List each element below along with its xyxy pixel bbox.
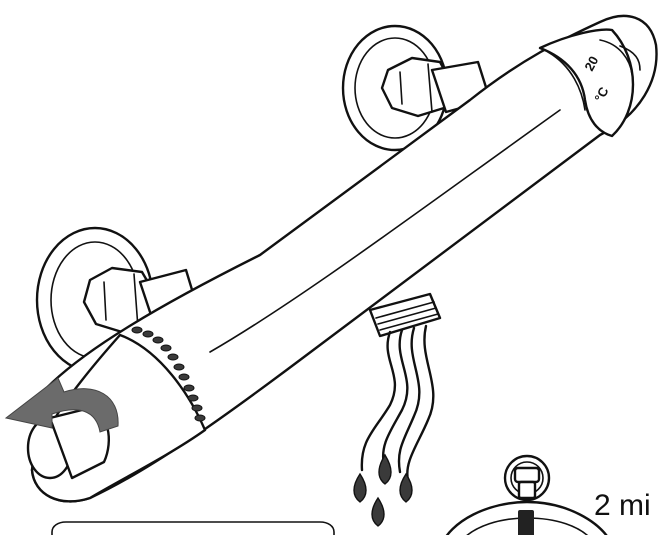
bottom-label-box [52,522,334,535]
water-streams [362,326,433,480]
timer-duration-label: 2 mi [594,489,651,522]
stopwatch-icon [440,456,614,535]
